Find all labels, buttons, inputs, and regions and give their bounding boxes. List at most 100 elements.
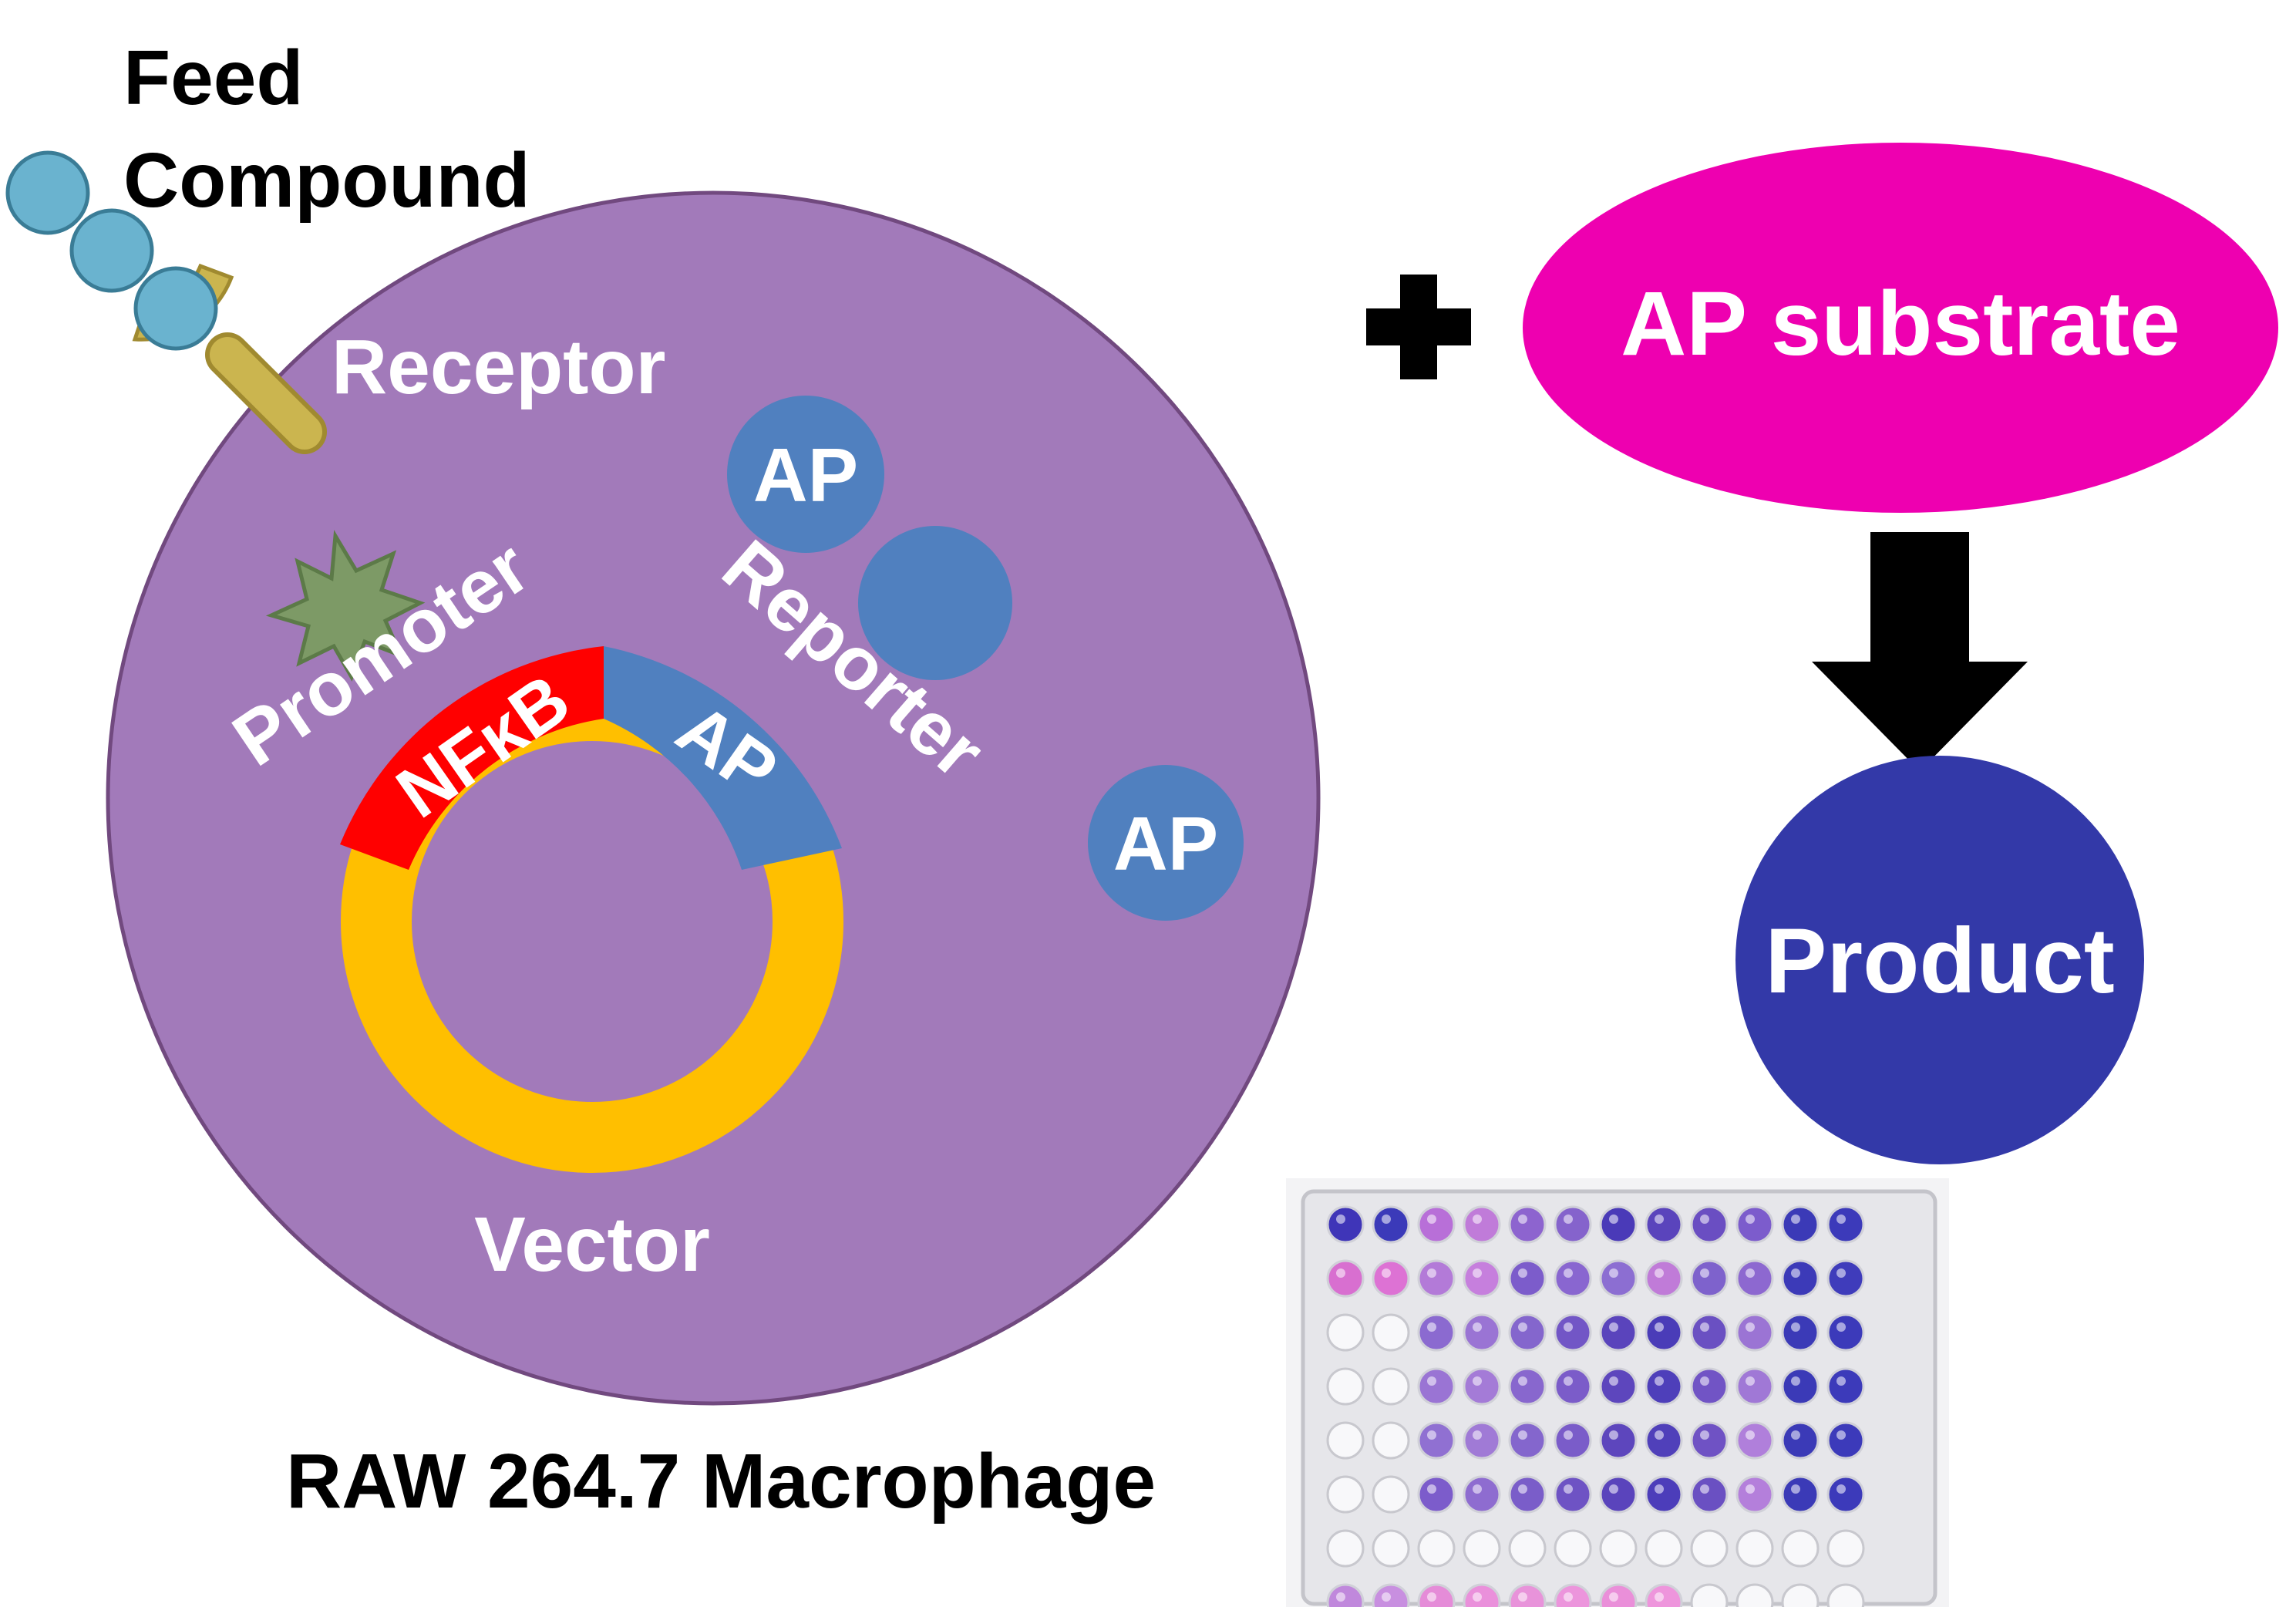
plate-well	[1781, 1313, 1820, 1352]
plate-well-highlight	[1564, 1430, 1573, 1440]
vector-label: Vector	[474, 1201, 710, 1288]
plate-well-highlight	[1836, 1215, 1846, 1224]
plate-well-highlight	[1609, 1322, 1618, 1332]
product-label: Product	[1765, 909, 2114, 1012]
plate-well-highlight	[1700, 1322, 1709, 1332]
plate-well	[1781, 1367, 1820, 1406]
plate-well-highlight	[1427, 1484, 1436, 1494]
plate-well	[1645, 1421, 1683, 1460]
plate-well	[1645, 1529, 1683, 1568]
plate-well	[1326, 1313, 1365, 1352]
plate-well-highlight	[1791, 1430, 1800, 1440]
plate-well-highlight	[1518, 1430, 1527, 1440]
plate-well	[1735, 1529, 1774, 1568]
cell-name-label: RAW 264.7 Macrophage	[286, 1438, 1156, 1524]
plate-well-highlight	[1836, 1484, 1846, 1494]
plate-well	[1326, 1367, 1365, 1406]
feed-bead-3	[133, 266, 218, 351]
plate-well-highlight	[1836, 1376, 1846, 1386]
feed-label-line1: Feed	[123, 35, 303, 121]
plate-well	[1554, 1421, 1592, 1460]
plate-well-highlight	[1336, 1592, 1345, 1602]
plate-well	[1826, 1583, 1865, 1607]
plate-well-highlight	[1700, 1376, 1709, 1386]
plate-well	[1735, 1421, 1774, 1460]
plate-well	[1463, 1367, 1501, 1406]
plate-well-highlight	[1700, 1484, 1709, 1494]
plate-well-highlight	[1836, 1430, 1846, 1440]
plate-well	[1463, 1529, 1501, 1568]
plate-well-highlight	[1791, 1376, 1800, 1386]
plate-well-highlight	[1473, 1484, 1482, 1494]
plate-well-highlight	[1518, 1215, 1527, 1224]
plate-well	[1508, 1529, 1547, 1568]
plate-well-highlight	[1518, 1484, 1527, 1494]
ap-protein-blank	[858, 526, 1012, 680]
plate-well	[1417, 1367, 1456, 1406]
plate-well	[1690, 1529, 1729, 1568]
plate-well	[1372, 1259, 1410, 1298]
plate-well	[1690, 1205, 1729, 1244]
product-circle	[1735, 756, 2144, 1164]
plate-well	[1554, 1529, 1592, 1568]
plate-well-highlight	[1655, 1268, 1664, 1278]
plate-well	[1372, 1583, 1410, 1607]
ap-reporter-segment	[604, 646, 842, 870]
plate-well	[1599, 1475, 1638, 1514]
plate-well	[1326, 1475, 1365, 1514]
plate-well	[1781, 1259, 1820, 1298]
plate-well	[1781, 1529, 1820, 1568]
plate-well	[1463, 1475, 1501, 1514]
plate-well-highlight	[1427, 1215, 1436, 1224]
ap-protein-1-label: AP	[753, 433, 858, 517]
plate-well	[1372, 1205, 1410, 1244]
plate-well	[1417, 1205, 1456, 1244]
plate-well	[1690, 1259, 1729, 1298]
plate-well-highlight	[1564, 1376, 1573, 1386]
plate-well-highlight	[1609, 1376, 1618, 1386]
plate-well	[1781, 1205, 1820, 1244]
plate-well	[1599, 1583, 1638, 1607]
plate-well	[1463, 1313, 1501, 1352]
plate-well	[1735, 1475, 1774, 1514]
plate-well-highlight	[1473, 1322, 1482, 1332]
plate-well-highlight	[1518, 1322, 1527, 1332]
ap-substrate-ellipse	[1523, 143, 2278, 513]
plate-well	[1417, 1421, 1456, 1460]
plate-well	[1417, 1259, 1456, 1298]
plate-well-highlight	[1427, 1592, 1436, 1602]
plate-well	[1372, 1313, 1410, 1352]
plate-well	[1826, 1313, 1865, 1352]
plate-well	[1508, 1313, 1547, 1352]
plate-well-highlight	[1382, 1215, 1391, 1224]
plate-well-highlight	[1427, 1322, 1436, 1332]
plate-well	[1326, 1583, 1365, 1607]
plate-well	[1326, 1529, 1365, 1568]
plate-well	[1417, 1313, 1456, 1352]
plate-well	[1372, 1421, 1410, 1460]
plate-well	[1463, 1205, 1501, 1244]
plate-well	[1599, 1259, 1638, 1298]
feed-bead-1	[5, 150, 90, 235]
ap-substrate-label: AP substrate	[1621, 273, 2180, 375]
plate-well-highlight	[1655, 1322, 1664, 1332]
plate-well-highlight	[1746, 1215, 1755, 1224]
feed-label-line2: Compound	[123, 137, 530, 224]
plate-well-highlight	[1564, 1484, 1573, 1494]
plate-well	[1599, 1205, 1638, 1244]
plate-well-highlight	[1609, 1484, 1618, 1494]
plate-well	[1735, 1583, 1774, 1607]
plate-well-highlight	[1609, 1430, 1618, 1440]
plate-well	[1326, 1205, 1365, 1244]
plate-well	[1554, 1313, 1592, 1352]
plate-well-highlight	[1473, 1592, 1482, 1602]
well-plate-photo	[1286, 1178, 1949, 1607]
plate-well-highlight	[1427, 1430, 1436, 1440]
plate-well	[1554, 1259, 1592, 1298]
plate-well	[1554, 1475, 1592, 1514]
plate-well	[1599, 1367, 1638, 1406]
nfkb-promoter-segment	[340, 646, 604, 870]
plate-well-highlight	[1746, 1376, 1755, 1386]
plate-well	[1372, 1367, 1410, 1406]
plate-well-highlight	[1564, 1592, 1573, 1602]
